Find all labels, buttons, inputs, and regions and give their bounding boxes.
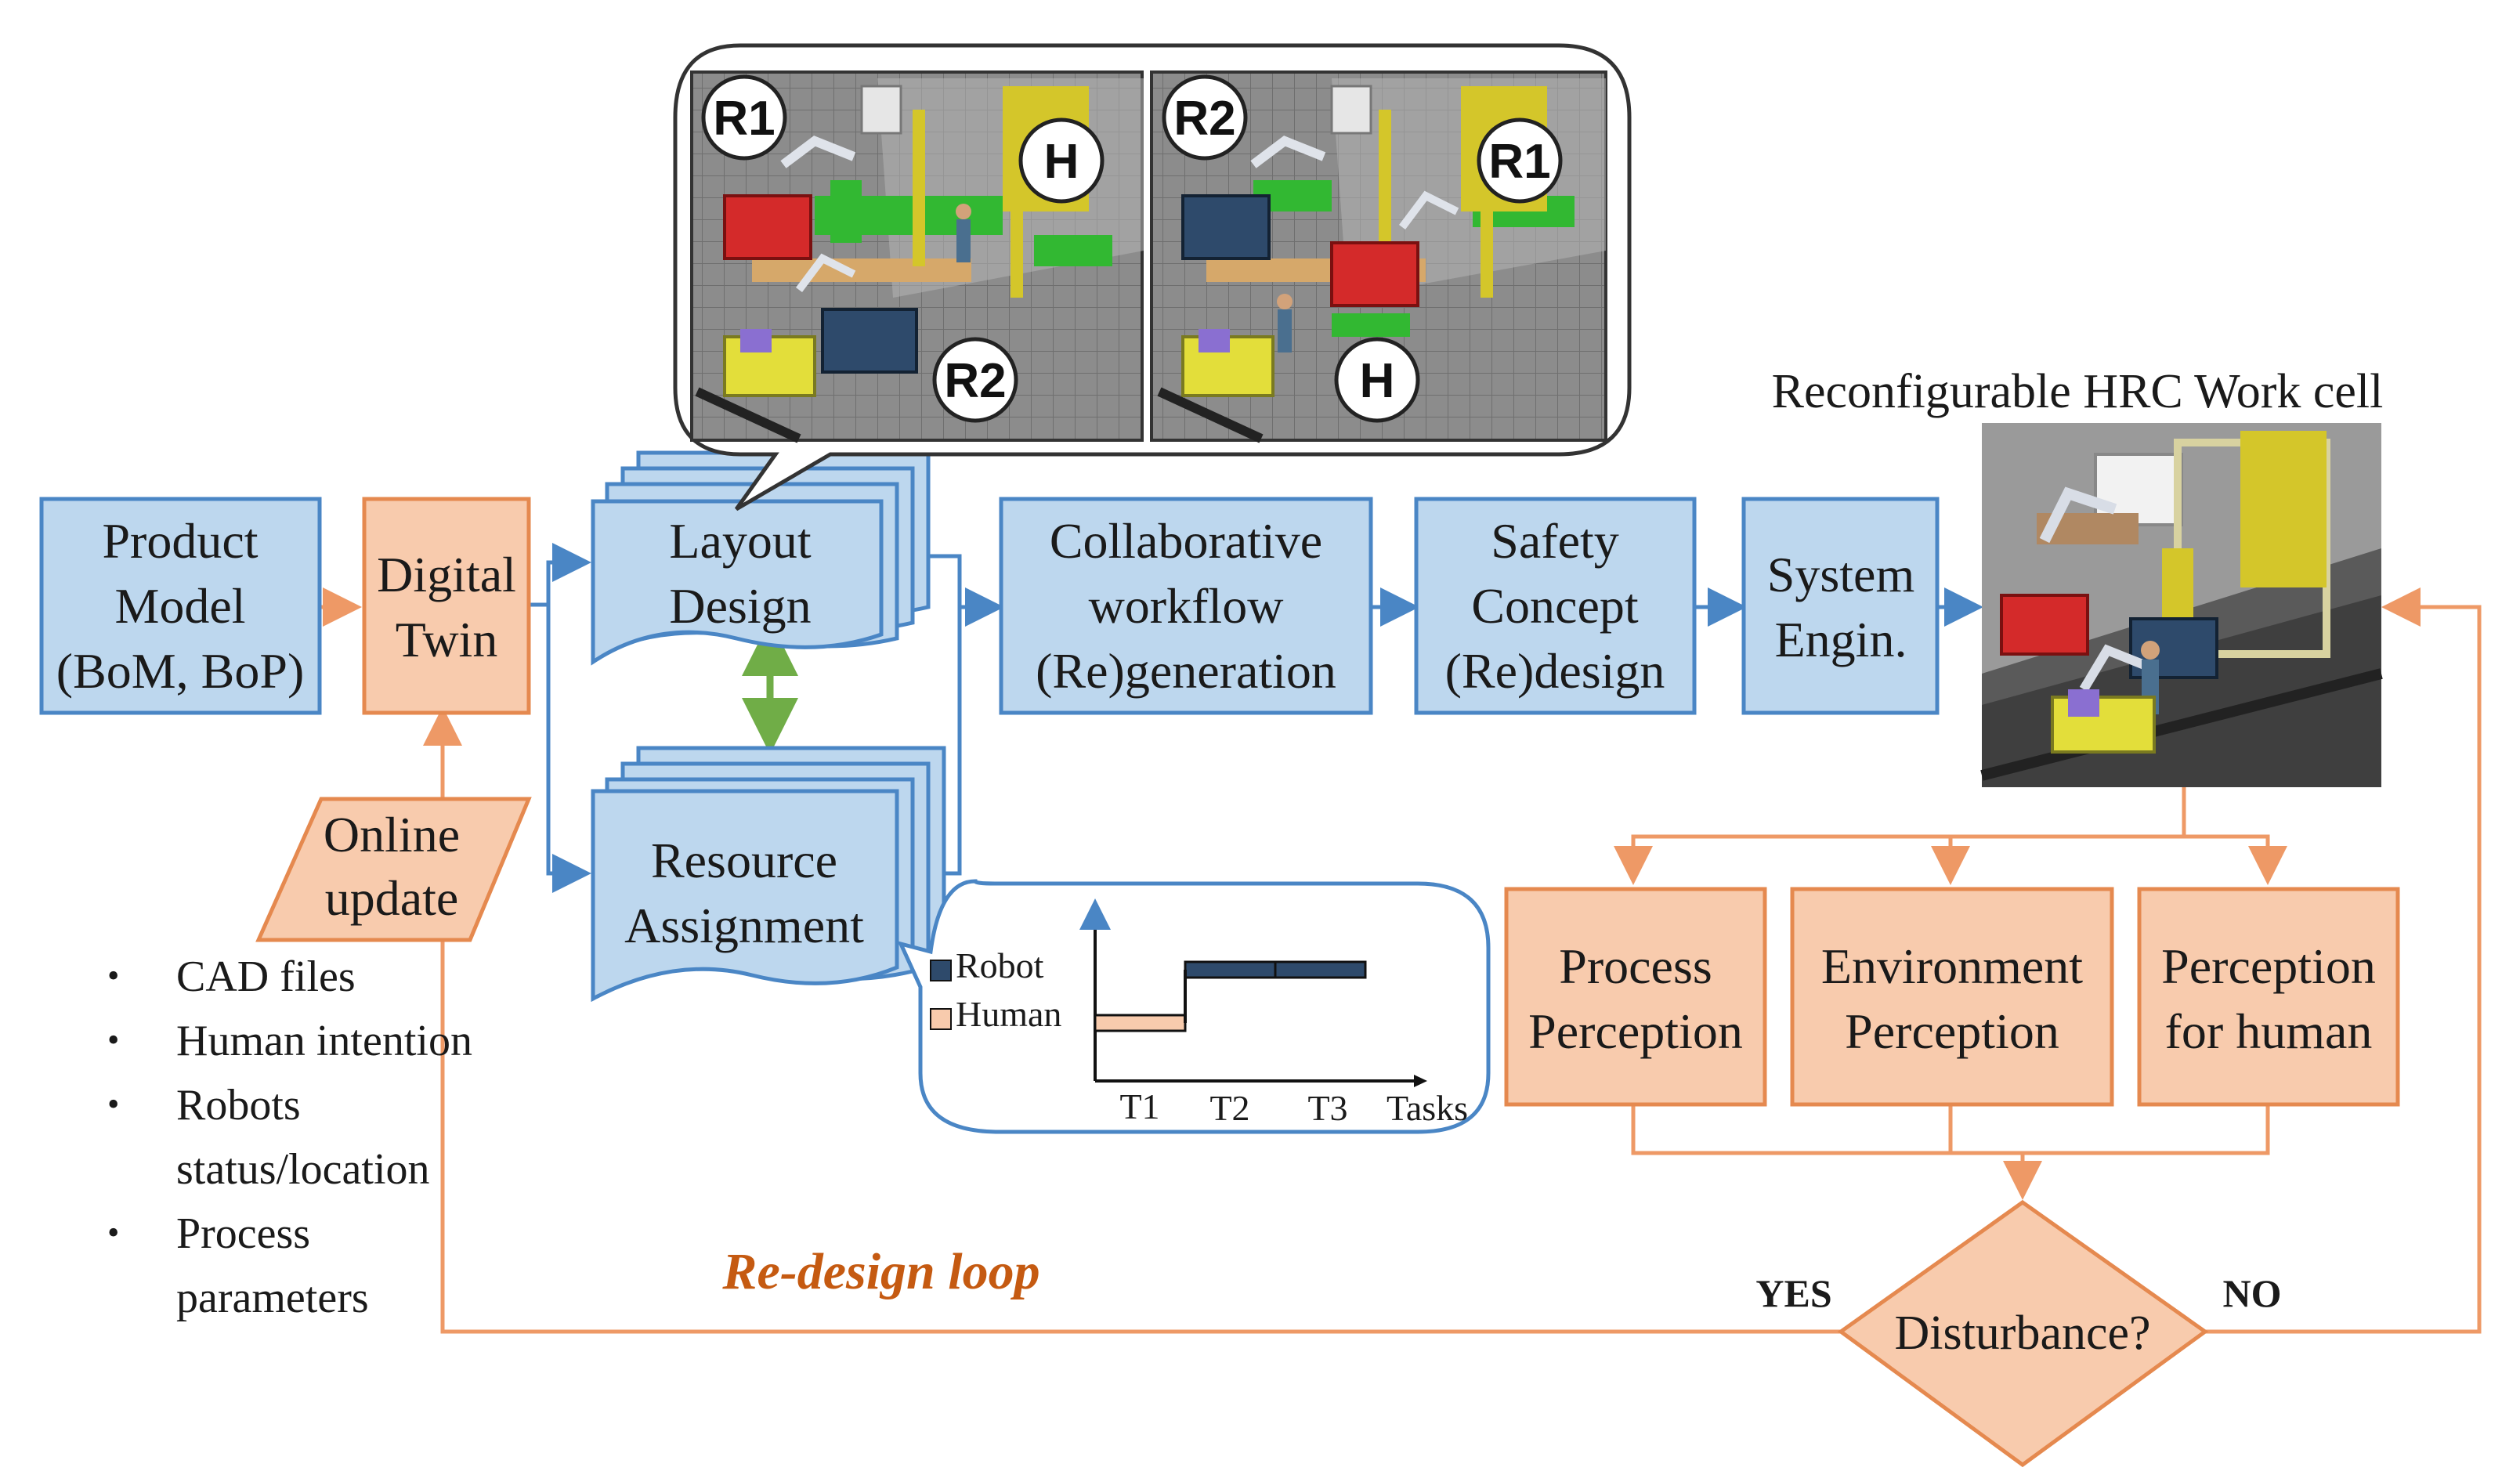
product-model-line-2: Model [114,578,245,634]
disturbance-decision-node: Disturbance? [1837,1199,2209,1468]
resource-assignment-line-2: Assignment [624,898,864,953]
tick-t3: T3 [1307,1088,1347,1128]
orange-connectors [321,587,2482,1334]
legend-swatch-human [930,1008,952,1030]
environment-perception-line-2: Perception [1845,1003,2059,1059]
bullet-dot: • [107,1213,119,1252]
bullet-dot: • [107,1021,119,1059]
work-cell-image [1980,423,2383,787]
item-cad-files: CAD files [176,952,356,1001]
perception-for-human-node: Perception for human [2137,887,2400,1107]
online-update-items: • CAD files • Human intention • Robots s… [107,952,472,1322]
arrow-to-perception-for-human [2184,834,2287,885]
yes-loop-line [440,899,1841,1334]
yes-label: YES [1755,1271,1831,1315]
safety-line-3: (Re)design [1445,643,1665,699]
gantt-callout: Robot Human T1 T2 T3 Tasks [897,879,1491,1134]
resource-assignment-node: Resource Assignment [591,746,946,1003]
arrow-twin-to-resource [546,605,591,893]
bullet-dot: • [107,956,119,995]
system-engin-line-2: Engin. [1775,612,1907,667]
safety-line-1: Safety [1491,513,1619,569]
collaborative-line-2: workflow [1089,578,1284,634]
item-robots-line-2: status/location [176,1145,430,1194]
right-label-h: H [1360,354,1395,408]
online-update-line-1: Online [324,807,460,862]
collaborative-line-1: Collaborative [1050,513,1322,569]
digital-twin-line-1: Digital [377,547,516,602]
arrow-to-process-perception [1614,787,2186,885]
gantt-bar-robot-t3 [1274,960,1367,979]
layout-panel-left: R1 H R2 [690,70,1144,443]
legend-label-robot: Robot [956,945,1044,985]
safety-line-2: Concept [1471,578,1639,634]
no-label: NO [2223,1271,2282,1315]
collaborative-workflow-node: Collaborative workflow (Re)generation [999,497,1373,715]
layout-design-line-1: Layout [669,513,812,569]
blue-connectors [530,543,1983,893]
layout-callout: R1 H R2 R2 [673,43,1632,511]
left-label-r2: R2 [944,354,1006,408]
collaborative-line-3: (Re)generation [1036,643,1336,699]
legend-swatch-robot [930,960,952,981]
arrow-twin-to-layout [530,543,591,607]
item-process-line-2: parameters [176,1274,369,1322]
layout-panel-right: R2 R1 H [1150,70,1607,443]
online-update-node: Online update [255,797,532,942]
process-perception-node: Process Perception [1504,887,1767,1107]
item-process-line-1: Process [176,1209,310,1258]
safety-concept-node: Safety Concept (Re)design [1414,497,1697,715]
layout-design-line-2: Design [669,578,811,634]
gantt-bar-human-t1 [1094,1014,1187,1032]
product-model-line-3: (BoM, BoP) [56,643,305,699]
redesign-loop-label: Re-design loop [721,1243,1039,1300]
environment-perception-line-1: Environment [1821,938,2083,994]
layout-design-node: Layout Design [591,450,931,666]
legend-label-human: Human [956,994,1061,1034]
item-robots-line-1: Robots [176,1081,301,1130]
resource-assignment-line-1: Resource [651,833,837,888]
product-model-line-1: Product [102,513,258,569]
perception-for-human-line-2: for human [2165,1003,2373,1059]
tick-t1: T1 [1119,1086,1159,1126]
left-label-r1: R1 [713,92,775,146]
right-label-r2: R2 [1173,92,1235,146]
product-model-node: Product Model (BoM, BoP) [39,497,322,715]
environment-perception-node: Environment Perception [1790,887,2114,1107]
work-cell-title: Reconfigurable HRC Work cell [1772,365,2384,418]
x-axis-label: Tasks [1387,1088,1468,1128]
digital-twin-node: Digital Twin [362,497,531,715]
digital-twin-line-2: Twin [396,612,498,667]
bullet-dot: • [107,1085,119,1123]
left-label-h: H [1044,135,1079,189]
perception-for-human-line-1: Perception [2161,938,2376,994]
right-label-r1: R1 [1488,135,1550,189]
system-engin-node: System Engin. [1741,497,1940,715]
process-perception-line-2: Perception [1528,1003,1743,1059]
disturbance-label: Disturbance? [1894,1307,2150,1360]
system-engin-line-1: System [1767,547,1914,602]
process-perception-line-1: Process [1559,938,1712,994]
gantt-bar-robot-t2 [1184,960,1277,979]
online-update-line-2: update [325,870,459,926]
tick-t2: T2 [1209,1088,1249,1128]
no-loop-line [2205,587,2482,1334]
item-human-intention: Human intention [176,1017,472,1065]
